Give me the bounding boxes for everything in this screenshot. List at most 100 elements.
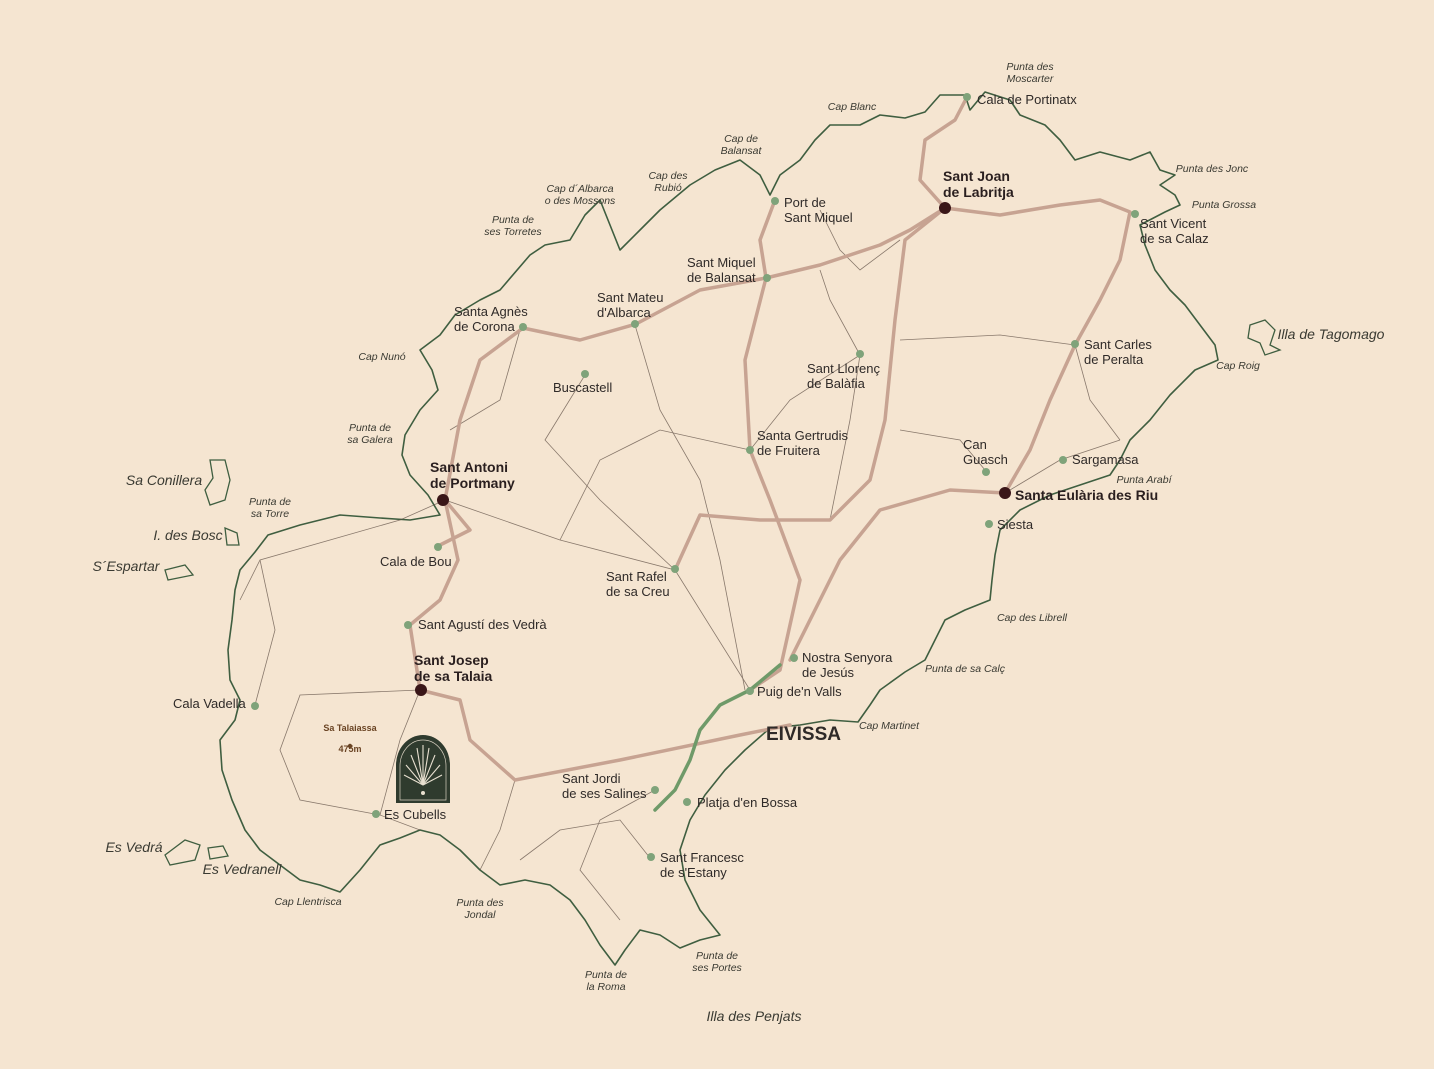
town-marker-icon [415,684,427,696]
place-platja-d-en-bossa[interactable]: Platja d'en Bossa [683,795,798,810]
place-santa-eularia-des-riu[interactable]: Santa Eulària des Riu [999,487,1158,503]
island-label-s-espartar: S´Espartar [93,558,161,574]
island-label-sa-conillera: Sa Conillera [126,472,202,488]
village-marker-icon [647,853,655,861]
village-marker-icon [519,323,527,331]
village-marker-icon [631,320,639,328]
town-marker-icon [999,487,1011,499]
place-buscastell[interactable]: Buscastell [553,370,612,395]
peak-name: Sa Talaiassa [323,723,377,733]
place-siesta[interactable]: Siesta [985,517,1034,532]
village-marker-icon [372,810,380,818]
village-marker-icon [1131,210,1139,218]
place-label: Es Cubells [384,807,447,822]
town-marker-icon [437,494,449,506]
village-marker-icon [746,687,754,695]
village-marker-icon [856,350,864,358]
place-eivissa[interactable]: EIVISSA [766,724,841,745]
place-cala-vadella[interactable]: Cala Vadella [173,696,259,711]
place-label: Sant Agustí des Vedrà [418,617,547,632]
islet-espartar [164,564,195,581]
place-label: Buscastell [553,380,612,395]
place-puig-de-n-valls[interactable]: Puig de'n Valls [746,684,842,699]
islets [164,319,1282,866]
place-cala-de-portinatx[interactable]: Cala de Portinatx [963,92,1077,107]
place-label: Sargamasa [1072,452,1139,467]
road-sant-antoni-eivissa [408,498,792,782]
cape-label-cap-des-librell: Cap des Librell [997,612,1068,624]
road-portinatx-santa-eularia [918,95,1132,495]
village-marker-icon [790,654,798,662]
village-marker-icon [683,798,691,806]
town-marker-icon [939,202,951,214]
cape-label-punta-arabi: Punta Arabí [1116,474,1172,486]
village-marker-icon [251,702,259,710]
cape-label-cap-blanc: Cap Blanc [828,101,877,113]
cape-label-punta-grossa: Punta Grossa [1192,199,1256,211]
cape-label-punta-des-jonc: Punta des Jonc [1176,163,1249,175]
place-sant-agusti-des-vedra[interactable]: Sant Agustí des Vedrà [404,617,547,632]
place-label: Puig de'n Valls [757,684,842,699]
place-label: Cala Vadella [173,696,247,711]
village-marker-icon [985,520,993,528]
place-es-cubells[interactable]: Es Cubells [372,807,447,822]
island-label-i-des-bosc: I. des Bosc [153,527,222,543]
village-marker-icon [963,93,971,101]
village-marker-icon [581,370,589,378]
village-marker-icon [1059,456,1067,464]
brand-logo [396,735,450,803]
island-label-illa-des-penjats: Illa des Penjats [707,1008,802,1024]
place-label: Cala de Portinatx [977,92,1077,107]
road-north [443,206,947,502]
place-cala-de-bou[interactable]: Cala de Bou [380,543,452,569]
place-sargamasa[interactable]: Sargamasa [1059,452,1139,467]
cape-label-punta-de-sa-calc: Punta de sa Calç [925,663,1006,675]
village-marker-icon [671,565,679,573]
road-cala-de-bou [438,498,472,547]
island-label-es-vedra: Es Vedrá [105,839,162,855]
island-label-illa-de-tagomago: Illa de Tagomago [1278,326,1385,342]
cape-label-cap-nuno: Cap Nunó [358,351,405,363]
cape-label-cap-roig: Cap Roig [1216,360,1260,372]
islet-vedranell [207,845,229,860]
village-marker-icon [1071,340,1079,348]
